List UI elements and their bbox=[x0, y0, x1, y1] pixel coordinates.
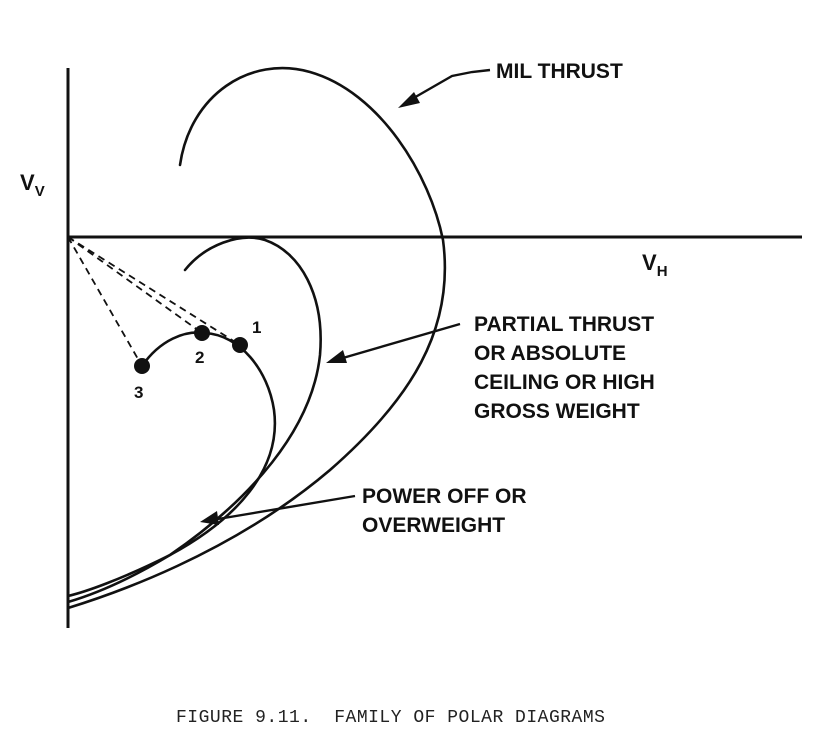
power-off-arrowhead bbox=[200, 511, 219, 525]
point-2-marker bbox=[194, 325, 210, 341]
partial-thrust-label-line-1: PARTIAL THRUST bbox=[474, 313, 654, 336]
power-off-curve bbox=[66, 331, 277, 598]
mil-thrust-curve bbox=[66, 66, 447, 610]
partial-thrust-label-line-4: GROSS WEIGHT bbox=[474, 400, 640, 423]
vertical-axis-label: VV bbox=[20, 170, 45, 200]
tangent-line-3 bbox=[67, 236, 143, 367]
mil-thrust-leader bbox=[404, 68, 491, 105]
partial-thrust-leader bbox=[335, 322, 461, 362]
power-off-label-line-1: POWER OFF OR bbox=[362, 485, 527, 508]
point-3-label: 3 bbox=[134, 383, 143, 402]
tangent-line-2 bbox=[67, 236, 203, 334]
point-1-marker bbox=[232, 337, 248, 353]
partial-thrust-label-line-3: CEILING OR HIGH bbox=[474, 371, 655, 394]
figure-caption: FIGURE 9.11. FAMILY OF POLAR DIAGRAMS bbox=[176, 708, 605, 728]
point-3-marker bbox=[134, 358, 150, 374]
mil-thrust-arrowhead bbox=[398, 92, 420, 108]
mil-thrust-label: MIL THRUST bbox=[496, 60, 623, 83]
partial-thrust-arrowhead bbox=[326, 350, 347, 363]
partial-thrust-curve bbox=[66, 236, 322, 604]
power-off-label-line-2: OVERWEIGHT bbox=[362, 514, 505, 537]
power-off-leader bbox=[211, 494, 356, 522]
horizontal-axis-label: VH bbox=[642, 250, 668, 280]
point-2-label: 2 bbox=[195, 348, 204, 367]
tangent-line-1 bbox=[67, 236, 241, 346]
partial-thrust-label-line-2: OR ABSOLUTE bbox=[474, 342, 626, 365]
point-1-label: 1 bbox=[252, 318, 261, 337]
